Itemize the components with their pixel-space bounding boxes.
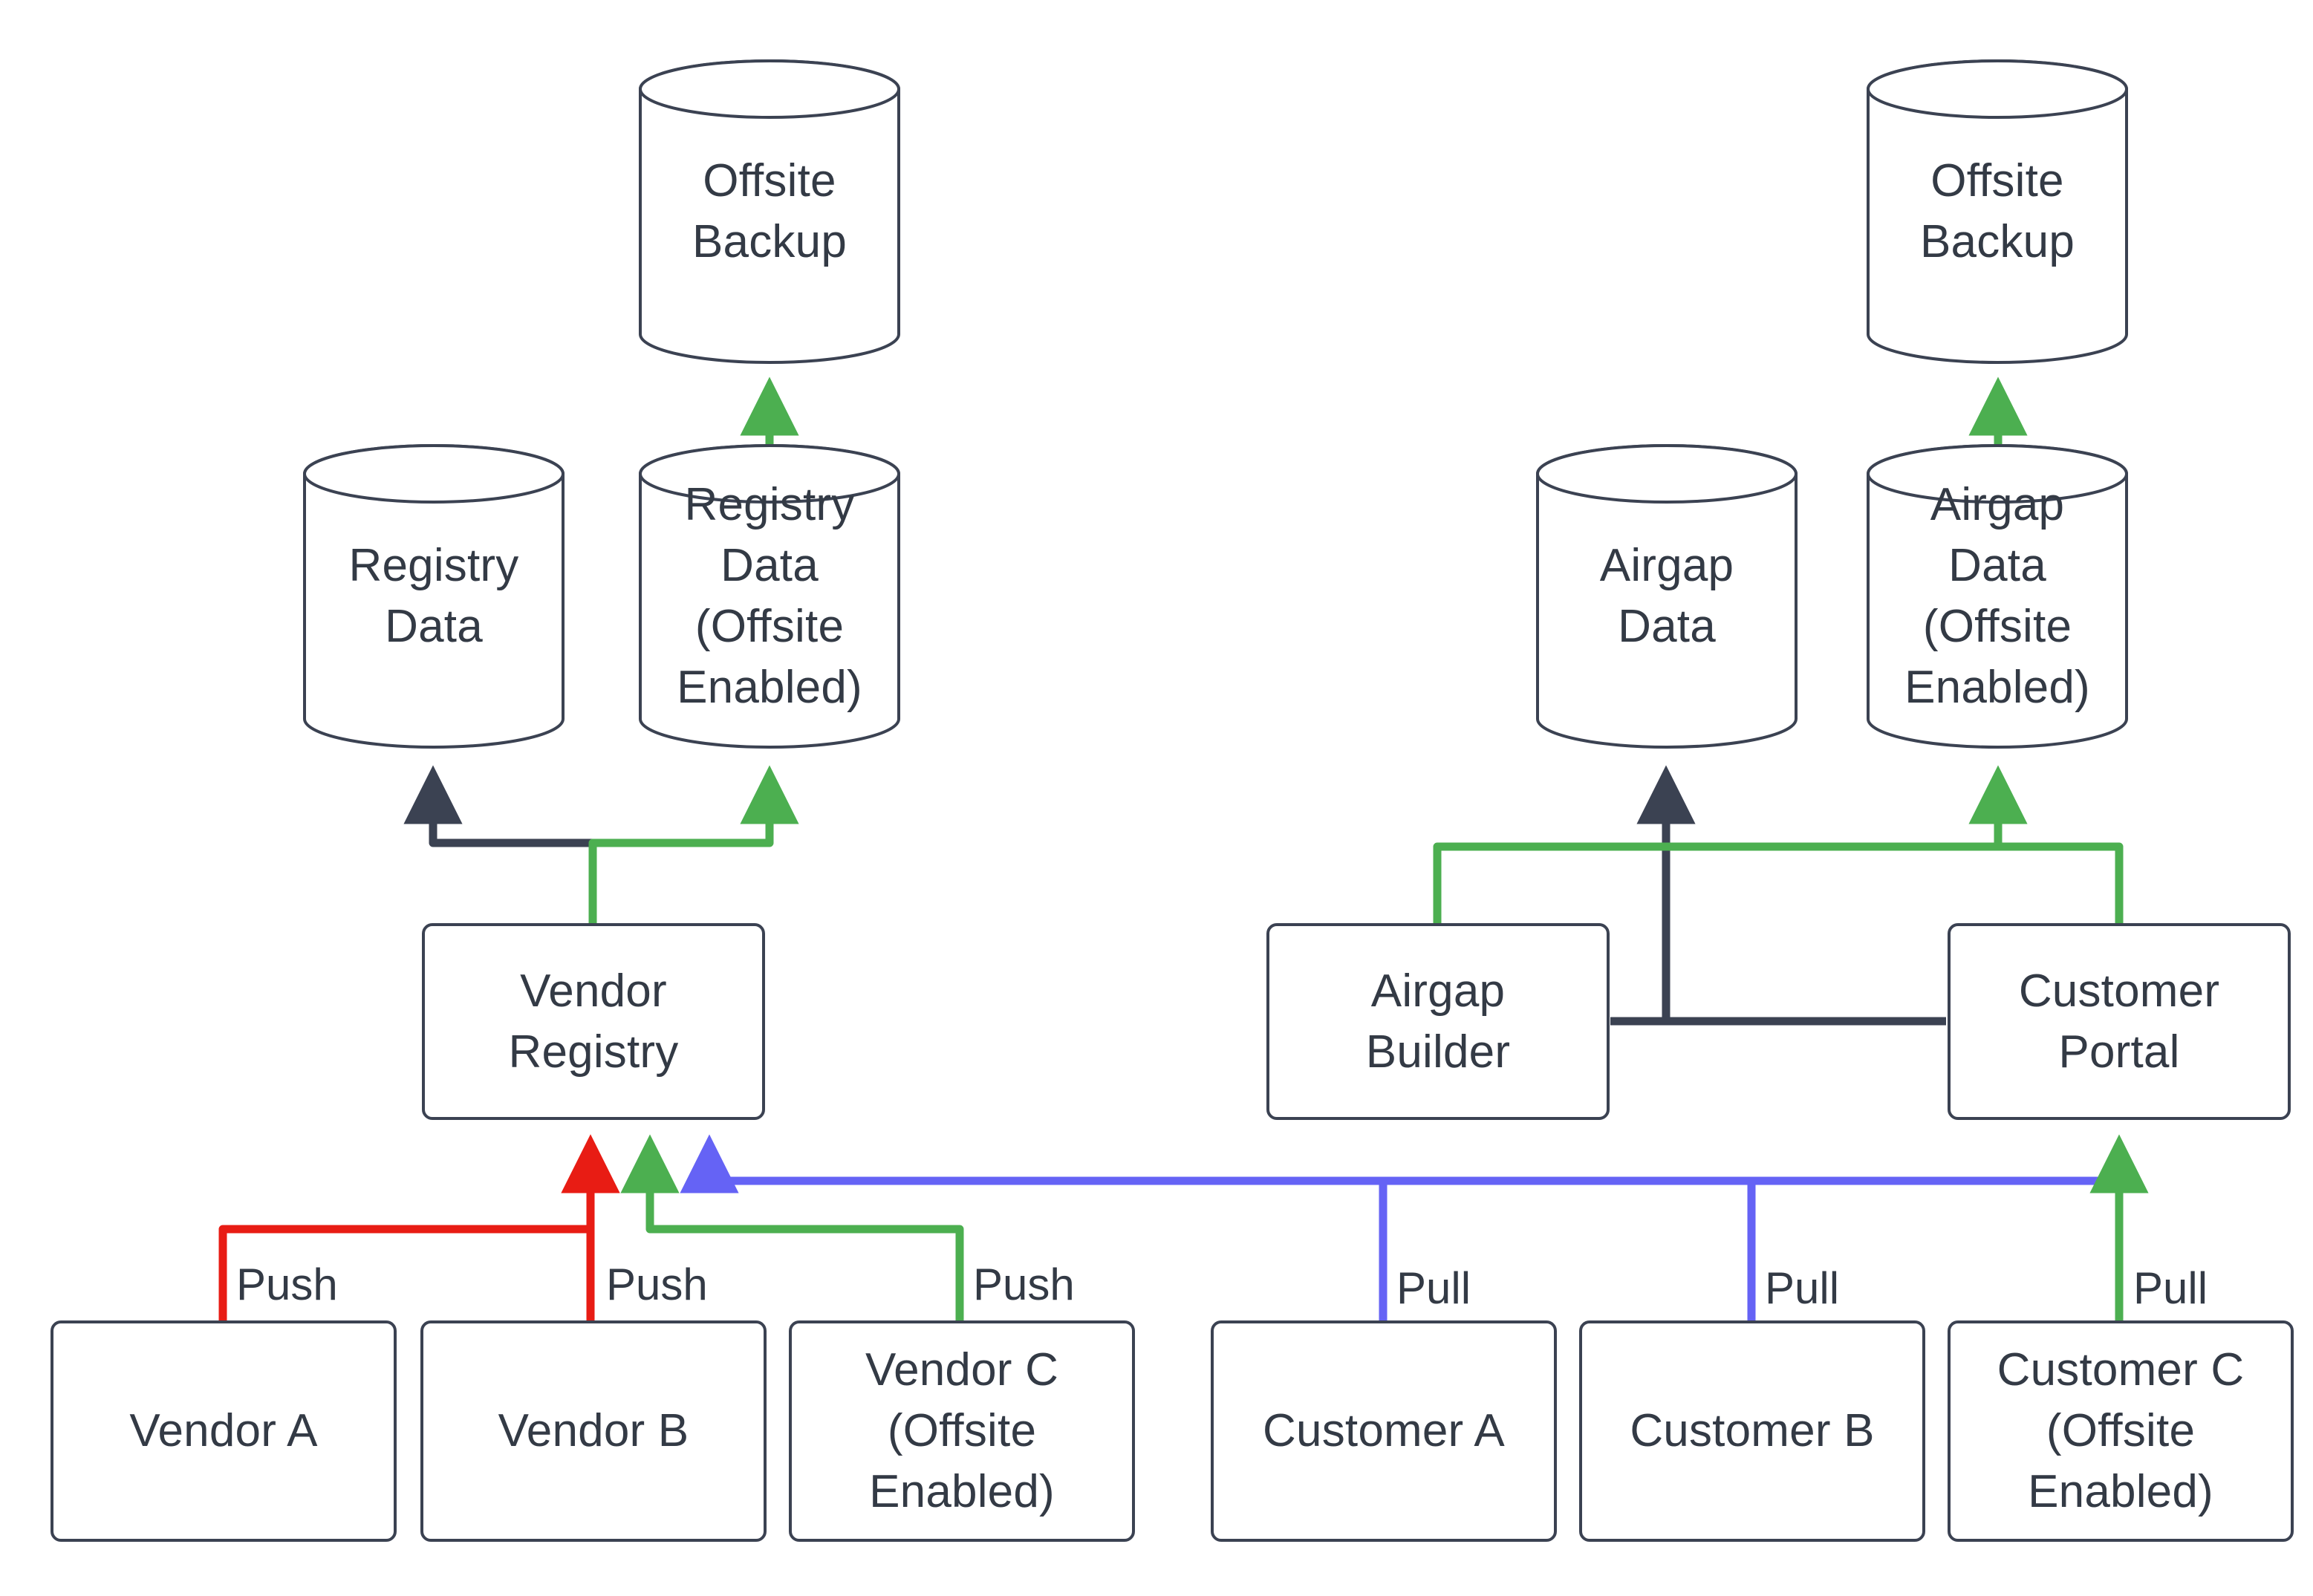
node-vendor-registry[interactable]: Vendor Registry [422,923,765,1120]
node-customer-a[interactable]: Customer A [1211,1320,1557,1542]
wire-customer-portal-to-airgap-offsite [1998,842,2124,923]
node-airgap-builder[interactable]: Airgap Builder [1266,923,1610,1120]
edge-label-push-vendor-b: Push [606,1260,708,1309]
edge-label-push-vendor-c: Push [973,1260,1075,1309]
cylinder-shape [1536,444,1798,749]
node-registry-data-offsite[interactable]: Registry Data (Offsite Enabled) [639,444,900,749]
node-label: Customer B [1630,1405,1875,1457]
node-label: Registry Data [348,540,519,652]
node-registry-data[interactable]: Registry Data [303,444,565,749]
node-airgap-data[interactable]: Airgap Data [1536,444,1798,749]
node-customer-portal[interactable]: Customer Portal [1948,923,2291,1120]
edge-label-push-vendor-a: Push [236,1260,338,1309]
cylinder-shape [1867,444,2128,749]
node-label: Customer Portal [2018,965,2220,1078]
node-label: Vendor B [498,1405,689,1457]
node-label: Vendor Registry [508,965,679,1078]
node-label: Vendor C (Offsite Enabled) [865,1344,1059,1517]
cylinder-shape [639,444,900,749]
node-label: Customer A [1263,1405,1505,1457]
wire-vendor-registry-to-registry-data [403,765,593,847]
cylinder-shape [1867,59,2128,364]
cylinder-shape [303,444,565,749]
wire-customer-portal-to-airgap-data [1636,765,1946,1026]
wire-vendor-registry-to-registry-data-offsite [588,765,799,923]
node-offsite-backup-left[interactable]: Offsite Backup [639,59,900,364]
node-label: Customer C (Offsite Enabled) [1997,1344,2245,1517]
node-label: Registry Data (Offsite Enabled) [677,479,862,713]
node-label: Airgap Data (Offsite Enabled) [1904,479,2090,713]
edge-label-pull-customer-c: Pull [2133,1263,2208,1313]
node-offsite-backup-right[interactable]: Offsite Backup [1867,59,2128,364]
node-label: Offsite Backup [1920,155,2075,267]
node-label: Vendor A [129,1405,318,1457]
node-airgap-data-offsite[interactable]: Airgap Data (Offsite Enabled) [1867,444,2128,749]
wire-airgap-builder-to-airgap-offsite [1433,765,2028,923]
edge-label-pull-customer-a: Pull [1396,1263,1471,1313]
cylinder-shape [639,59,900,364]
node-vendor-c[interactable]: Vendor C (Offsite Enabled) [789,1320,1135,1542]
edge-label-pull-customer-b: Pull [1765,1263,1840,1313]
node-customer-b[interactable]: Customer B [1579,1320,1925,1542]
wire-vendor-c-push [620,1134,964,1320]
wire-customer-b-pull [709,1176,1756,1320]
node-vendor-a[interactable]: Vendor A [51,1320,397,1542]
node-label: Airgap Data [1599,540,1734,652]
node-vendor-b[interactable]: Vendor B [420,1320,767,1542]
node-label: Airgap Builder [1365,965,1511,1078]
node-label: Offsite Backup [692,155,847,267]
node-customer-c[interactable]: Customer C (Offsite Enabled) [1948,1320,2294,1542]
